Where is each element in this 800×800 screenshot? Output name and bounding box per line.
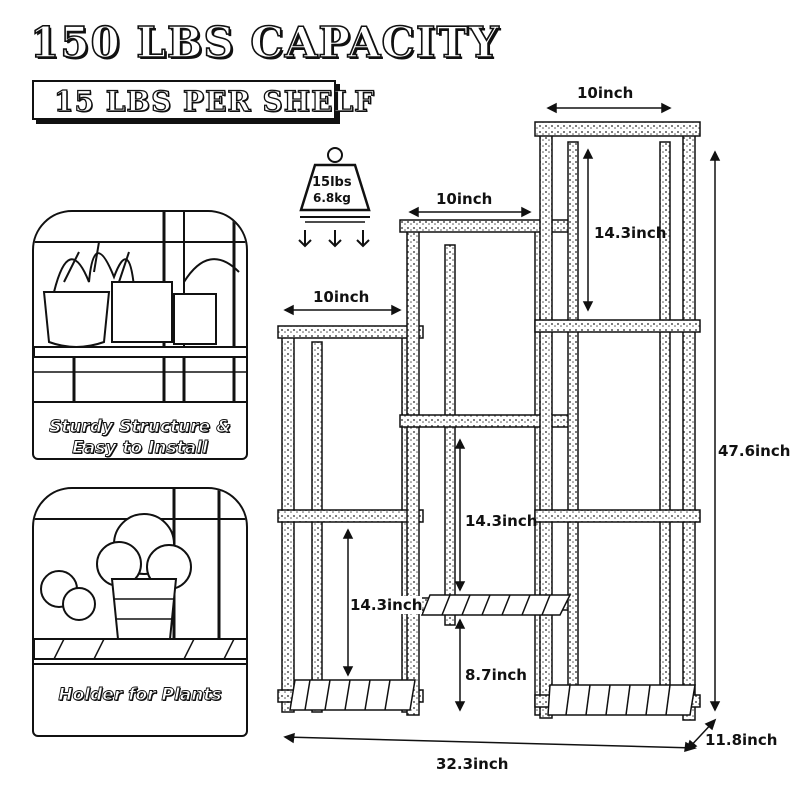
dim-top-width-right: 10inch xyxy=(577,84,634,102)
dim-top-width-middle: 10inch xyxy=(436,190,493,208)
dim-top-width-left: 10inch xyxy=(313,288,370,306)
dim-bottom-clearance: 8.7inch xyxy=(465,666,527,684)
dim-right-tier-height: 14.3inch xyxy=(594,224,667,242)
sturdy-caption-line1: Sturdy Structure & xyxy=(49,417,232,438)
dim-left-tier-height: 14.3inch xyxy=(350,596,423,614)
dim-total-height: 47.6inch xyxy=(718,442,791,460)
per-shelf-banner: 15 LBS PER SHELF xyxy=(32,80,375,120)
holder-for-plants-panel: Holder for Plants xyxy=(32,487,248,737)
sturdy-caption: Sturdy Structure & Easy to Install xyxy=(34,417,246,458)
capacity-headline: 150 LBS CAPACITY xyxy=(29,17,500,68)
holder-caption: Holder for Plants xyxy=(58,685,222,706)
dim-total-width: 32.3inch xyxy=(436,755,509,773)
sturdy-structure-panel: Sturdy Structure & Easy to Install xyxy=(32,210,248,460)
dim-middle-tier-height: 14.3inch xyxy=(465,512,538,530)
per-shelf-text: 15 LBS PER SHELF xyxy=(53,84,376,118)
weight-badge-kg: 6.8kg xyxy=(313,191,351,205)
plants-on-shelf-illustration xyxy=(34,212,246,403)
weight-badge-icon xyxy=(298,147,371,248)
sturdy-caption-line2: Easy to Install xyxy=(72,438,209,458)
potted-plant-illustration xyxy=(34,489,246,665)
dim-depth: 11.8inch xyxy=(705,731,778,749)
weight-badge-lbs: 15lbs xyxy=(312,175,352,190)
plant-stand-rack-drawing xyxy=(277,102,721,753)
